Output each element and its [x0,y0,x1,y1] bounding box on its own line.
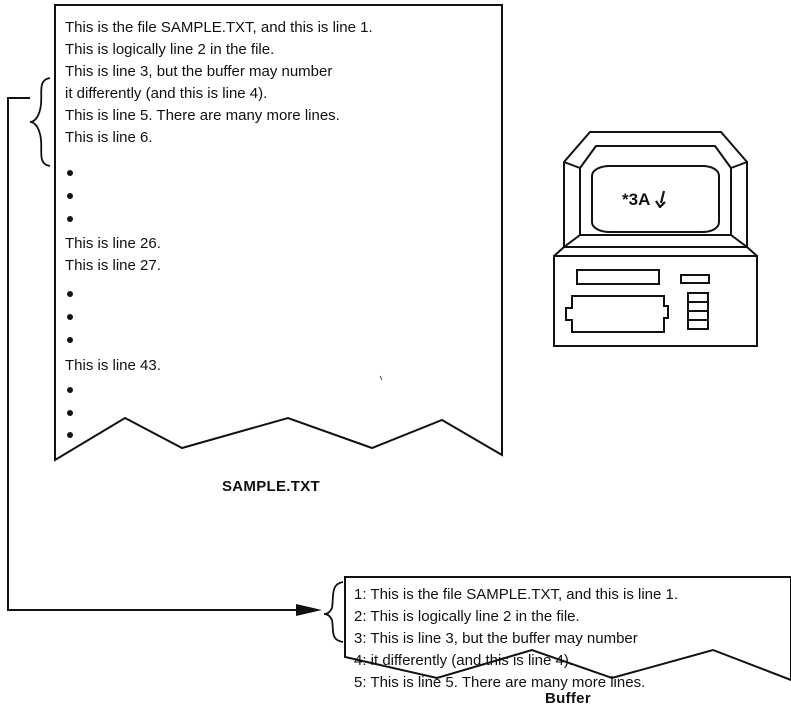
buffer-caption: Buffer [545,690,591,707]
ellipsis-dot [67,193,73,199]
buffer-line-5: 5: This is line 5. There are many more l… [354,673,645,693]
ellipsis-dot [67,314,73,320]
file-caption: SAMPLE.TXT [222,478,320,495]
file-line-43: This is line 43. [65,356,161,376]
ellipsis-dot [67,410,73,416]
terminal-command: *3A [622,190,668,210]
terminal-illustration [554,132,757,346]
ellipsis-dot [67,432,73,438]
buffer-line-1: 1: This is the file SAMPLE.TXT, and this… [354,585,678,605]
file-line-2: This is logically line 2 in the file. [65,40,274,60]
ellipsis-dot [67,387,73,393]
ellipsis-dot [67,291,73,297]
terminal-indicator [681,275,709,283]
terminal-slot [577,270,659,284]
file-line-4: it differently (and this is line 4). [65,84,267,104]
return-key-icon [654,190,668,208]
buffer-line-2: 2: This is logically line 2 in the file. [354,607,580,627]
file-line-1: This is the file SAMPLE.TXT, and this is… [65,18,373,38]
file-bracket [30,78,50,166]
buffer-line-3: 3: This is line 3, but the buffer may nu… [354,629,638,649]
buffer-line-4: 4: it differently (and this is line 4). [354,651,573,671]
file-line-6: This is line 6. [65,128,153,148]
file-line-5: This is line 5. There are many more line… [65,106,340,126]
file-line-27: This is line 27. [65,256,161,276]
ellipsis-dot [67,216,73,222]
buffer-bracket [324,582,343,642]
file-line-3: This is line 3, but the buffer may numbe… [65,62,332,82]
ellipsis-dot [67,170,73,176]
buffer-contents: 1: This is the file SAMPLE.TXT, and this… [354,585,790,695]
file-contents: This is the file SAMPLE.TXT, and this is… [65,18,495,458]
terminal-keyboard [566,296,668,332]
ellipsis-dot [67,337,73,343]
arrow-head [296,604,322,616]
terminal-command-text: *3A [622,190,650,209]
file-line-26: This is line 26. [65,234,161,254]
